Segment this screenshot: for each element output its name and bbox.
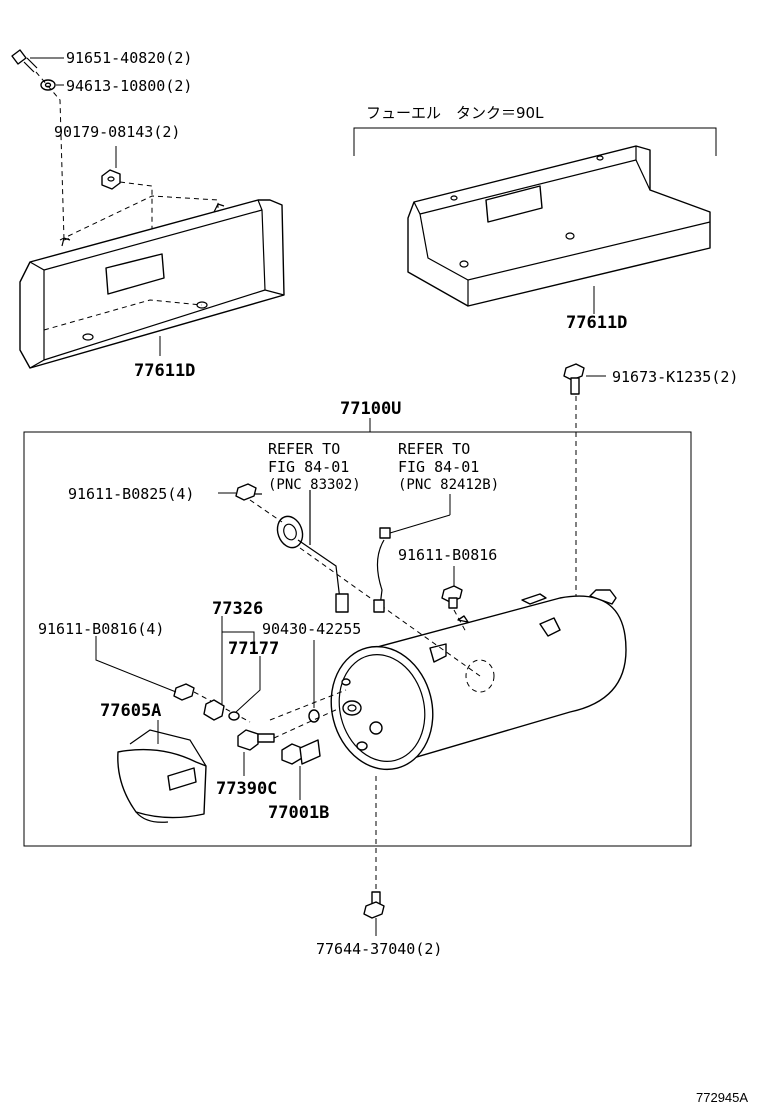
label-refer2-line2: FIG 84-01 bbox=[398, 458, 479, 476]
gasket-77177 bbox=[228, 711, 240, 721]
label-91651: 91651-40820(2) bbox=[66, 49, 192, 67]
label-fuel-tank-capacity: フューエル タンク＝90L bbox=[366, 104, 544, 122]
bolt-91673 bbox=[563, 363, 585, 395]
label-77611d-right: 77611D bbox=[566, 313, 627, 333]
plug-77326 bbox=[203, 699, 225, 721]
nut-90179 bbox=[101, 169, 121, 190]
bolt-91611-b0816-4 bbox=[173, 683, 195, 701]
sender-gauge-83302 bbox=[276, 490, 349, 613]
label-77001b: 77001B bbox=[268, 803, 329, 823]
label-91611-b0825: 91611-B0825(4) bbox=[68, 485, 194, 503]
connector-77390c bbox=[237, 729, 275, 751]
protector-right-77611d bbox=[407, 145, 711, 307]
bolt-91651 bbox=[11, 49, 38, 73]
label-77326: 77326 bbox=[212, 599, 263, 619]
label-77390c: 77390C bbox=[216, 779, 277, 799]
washer-94613 bbox=[40, 79, 56, 91]
label-91611-b0816-4: 91611-B0816(4) bbox=[38, 620, 164, 638]
fuel-tank bbox=[330, 589, 627, 771]
label-refer2-line3: (PNC 82412B) bbox=[398, 477, 499, 493]
label-90179: 90179-08143(2) bbox=[54, 123, 180, 141]
protector-77605a bbox=[117, 729, 207, 823]
label-91611-b0816: 91611-B0816 bbox=[398, 546, 497, 564]
protector-left-77611d bbox=[19, 195, 285, 369]
bolt-77001b bbox=[281, 739, 321, 765]
label-refer2-line1: REFER TO bbox=[398, 440, 470, 458]
label-refer1-line1: REFER TO bbox=[268, 440, 340, 458]
bolt-77644 bbox=[363, 891, 385, 919]
label-77177: 77177 bbox=[228, 639, 279, 659]
label-77605a: 77605A bbox=[100, 701, 161, 721]
label-77644: 77644-37040(2) bbox=[316, 940, 442, 958]
label-refer1-line2: FIG 84-01 bbox=[268, 458, 349, 476]
label-77100u: 77100U bbox=[340, 399, 401, 419]
figure-id: 772945A bbox=[696, 1090, 748, 1105]
label-refer1-line3: (PNC 83302) bbox=[268, 477, 361, 493]
bolt-91611-b0816 bbox=[441, 585, 463, 609]
label-90430: 90430-42255 bbox=[262, 620, 361, 638]
assembly-frame-77100u bbox=[23, 431, 692, 847]
label-94613: 94613-10800(2) bbox=[66, 77, 192, 95]
bolt-91611-b0825 bbox=[235, 483, 262, 501]
label-91673: 91673-K1235(2) bbox=[612, 368, 738, 386]
label-77611d-left: 77611D bbox=[134, 361, 195, 381]
sensor-82412b bbox=[373, 527, 391, 613]
gauge-90430 bbox=[308, 709, 320, 723]
